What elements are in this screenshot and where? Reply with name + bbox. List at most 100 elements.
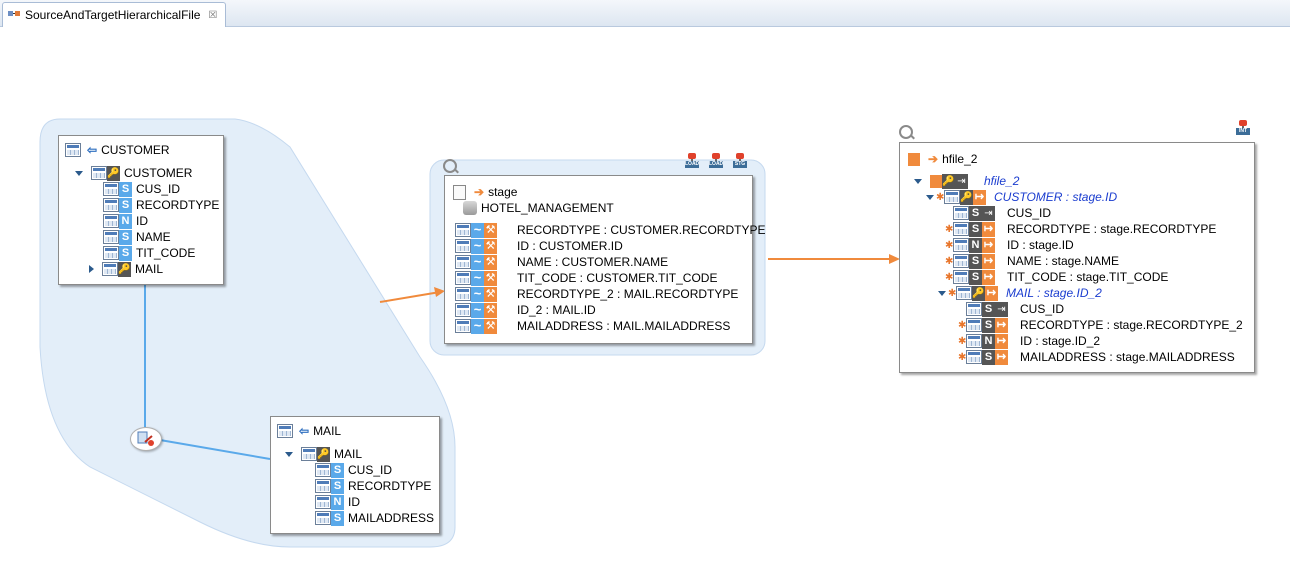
type-badge: N (331, 494, 344, 510)
hfile-column-label: CUS_ID (1007, 206, 1052, 220)
stage-column-row[interactable]: ~⚒MAILADDRESS : MAIL.MAILADDRESS (455, 318, 730, 334)
expression-icon: ~ (471, 238, 484, 254)
hfile-column-row[interactable]: ✱N↦ID : stage.ID_2 (958, 333, 1100, 349)
type-badge: S (982, 349, 995, 365)
hierarchy-table-icon (956, 286, 972, 300)
key-icon: 🔑 (118, 261, 131, 277)
wrench-icon: ⚒ (484, 238, 497, 254)
hierarchy-table-icon (102, 262, 118, 276)
stage-column-row[interactable]: ~⚒ID_2 : MAIL.ID (455, 302, 596, 318)
mandatory-star-icon: ✱ (945, 271, 954, 283)
hfile-column-label: CUS_ID (1020, 302, 1065, 316)
hfile-root-row[interactable]: 🔑 ⇥ hfile_2 (914, 173, 1019, 189)
expand-chevron-down-icon[interactable] (938, 290, 946, 296)
type-badge: S (119, 197, 132, 213)
stage-column-row[interactable]: ~⚒RECORDTYPE_2 : MAIL.RECORDTYPE (455, 286, 738, 302)
expand-chevron-down-icon[interactable] (285, 451, 293, 457)
type-badge: N (969, 237, 982, 253)
expression-icon: ~ (471, 302, 484, 318)
column-name: NAME (136, 230, 171, 244)
stage-column-row[interactable]: ~⚒NAME : CUSTOMER.NAME (455, 254, 668, 270)
stage-box[interactable]: ➔ stage HOTEL_MANAGEMENT ~⚒RECORDTYPE : … (444, 175, 765, 344)
database-icon (463, 201, 477, 215)
stage-column-label: ID : CUSTOMER.ID (517, 239, 623, 253)
mandatory-star-icon: ✱ (945, 255, 954, 267)
hfile-column-row[interactable]: ✱S⇥CUS_ID (958, 301, 1064, 317)
hfile-column-row[interactable]: ✱S↦TIT_CODE : stage.TIT_CODE (945, 269, 1168, 285)
column-icon (103, 246, 119, 260)
hfile-column-row[interactable]: ✱S↦NAME : stage.NAME (945, 253, 1119, 269)
key-column-icon (315, 463, 331, 477)
mail-child-node-row[interactable]: 🔑 MAIL (89, 261, 163, 277)
mapping-icon: ↦ (985, 285, 998, 301)
column-icon (953, 270, 969, 284)
expand-chevron-down-icon[interactable] (75, 170, 83, 176)
column-icon (455, 287, 471, 301)
type-badge: S (331, 510, 344, 526)
int-badge-icon: INT (1236, 120, 1250, 136)
hfile-mail-node-label: MAIL : stage.ID_2 (1006, 286, 1102, 300)
hfile-column-label: ID : stage.ID (1007, 238, 1074, 252)
hfile-column-row[interactable]: ✱S↦RECORDTYPE : stage.RECORDTYPE (945, 221, 1216, 237)
mapping-icon: ↦ (995, 333, 1008, 349)
stage-column-label: NAME : CUSTOMER.NAME (517, 255, 669, 269)
close-icon[interactable]: ☒ (208, 9, 218, 21)
file-icon (930, 174, 942, 188)
key-icon: 🔑 (942, 173, 955, 189)
type-badge: S (969, 253, 982, 269)
target-arrow-icon: ➔ (474, 185, 485, 199)
mapping-icon: ↦ (995, 317, 1008, 333)
file-icon (908, 152, 920, 166)
type-badge: S (331, 478, 344, 494)
hfile-customer-node-label: CUSTOMER : stage.ID (994, 190, 1118, 204)
zoom-icon[interactable] (443, 159, 457, 173)
key-icon: 🔑 (960, 189, 973, 205)
customer-node-row[interactable]: 🔑 CUSTOMER (75, 165, 192, 181)
hfile-customer-node-row[interactable]: ✱ 🔑 ↦ CUSTOMER : stage.ID (926, 189, 1117, 205)
expand-chevron-down-icon[interactable] (926, 194, 934, 200)
mandatory-star-icon: ✱ (958, 319, 967, 331)
expand-chevron-right-icon[interactable] (89, 265, 94, 273)
join-icon[interactable] (130, 427, 162, 451)
stage-column-row[interactable]: ~⚒ ID : CUSTOMER.ID (455, 238, 623, 254)
hfile-column-row[interactable]: ✱S↦MAILADDRESS : stage.MAILADDRESS (958, 349, 1235, 365)
stage-column-row[interactable]: ~⚒RECORDTYPE : CUSTOMER.RECORDTYPE (455, 222, 765, 238)
type-badge: S (982, 317, 995, 333)
column-icon (103, 230, 119, 244)
key-column-icon (953, 206, 969, 220)
zoom-icon[interactable] (899, 125, 913, 139)
column-icon (953, 222, 969, 236)
expression-icon: ~ (471, 318, 484, 334)
column-icon (455, 303, 471, 317)
hfile-column-row[interactable]: ✱N↦ID : stage.ID (945, 237, 1074, 253)
expression-icon: ~ (471, 286, 484, 302)
hfile-column-label: NAME : stage.NAME (1007, 254, 1120, 268)
editor-tab[interactable]: SourceAndTargetHierarchicalFile ☒ (2, 2, 227, 27)
column-name: CUS_ID (136, 182, 181, 196)
hfile-mail-node-row[interactable]: ✱ 🔑 ↦ MAIL : stage.ID_2 (938, 285, 1102, 301)
mandatory-star-icon: ✱ (948, 287, 957, 299)
hfile-target-box[interactable]: ➔ hfile_2 🔑 ⇥ hfile_2 ✱ 🔑 ↦ CUSTOMER : s… (899, 142, 1255, 373)
expand-chevron-down-icon[interactable] (914, 178, 922, 184)
hfile-column-row[interactable]: ✱S↦RECORDTYPE : stage.RECORDTYPE_2 (958, 317, 1243, 333)
datastore-icon (65, 143, 81, 157)
hfile-root-label: hfile_2 (984, 174, 1020, 188)
mail-node-row[interactable]: 🔑 MAIL (285, 446, 362, 462)
expression-icon: ~ (471, 254, 484, 270)
stage-column-row[interactable]: ~⚒TIT_CODE : CUSTOMER.TIT_CODE (455, 270, 717, 286)
mandatory-star-icon: ✱ (958, 351, 967, 363)
hfile-column-row[interactable]: ✱S⇥CUS_ID (945, 205, 1051, 221)
column-icon (953, 238, 969, 252)
